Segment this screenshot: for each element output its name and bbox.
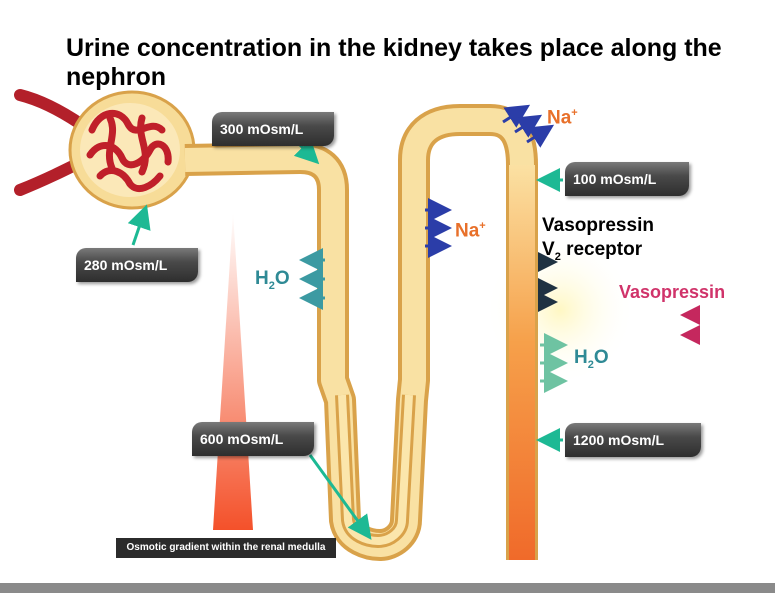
- label-300: 300 mOsm/L: [212, 112, 334, 146]
- h2o-arrows-left: [299, 248, 325, 310]
- label-1200: 1200 mOsm/L: [565, 423, 701, 457]
- pointer-loop-bottom: [308, 454, 372, 540]
- na-ion-top: Na+: [547, 107, 578, 129]
- vasopressin-molecules: [680, 305, 700, 345]
- label-100: 100 mOsm/L: [565, 162, 689, 196]
- h2o-right: H2O: [574, 347, 609, 371]
- na-arrows-top: [502, 104, 555, 148]
- receptor-label: Vasopressin V2 receptor: [542, 214, 654, 269]
- label-600: 600 mOsm/L: [192, 422, 314, 456]
- glomerulus-capillaries: [86, 110, 172, 192]
- label-280: 280 mOsm/L: [76, 248, 198, 282]
- osmotic-gradient-cone: [213, 212, 253, 530]
- vasopressin-label: Vasopressin: [619, 282, 726, 302]
- v2-receptors: [538, 252, 558, 312]
- footer-bar: [0, 583, 775, 593]
- h2o-left: H2O: [255, 268, 290, 292]
- na-arrows-mid: [425, 198, 452, 258]
- afferent-vessel: [14, 89, 88, 131]
- receptor-line1: Vasopressin: [542, 215, 654, 236]
- receptor-line2: V2 receptor: [542, 239, 643, 263]
- h2o-arrows-right: [540, 333, 568, 393]
- na-ion-mid: Na+: [455, 220, 486, 242]
- slide-title: Urine concentration in the kidney takes …: [66, 34, 722, 91]
- caption: Osmotic gradient within the renal medull…: [116, 538, 336, 558]
- collecting-duct: [508, 165, 536, 560]
- pointer-glomerulus: [127, 204, 151, 246]
